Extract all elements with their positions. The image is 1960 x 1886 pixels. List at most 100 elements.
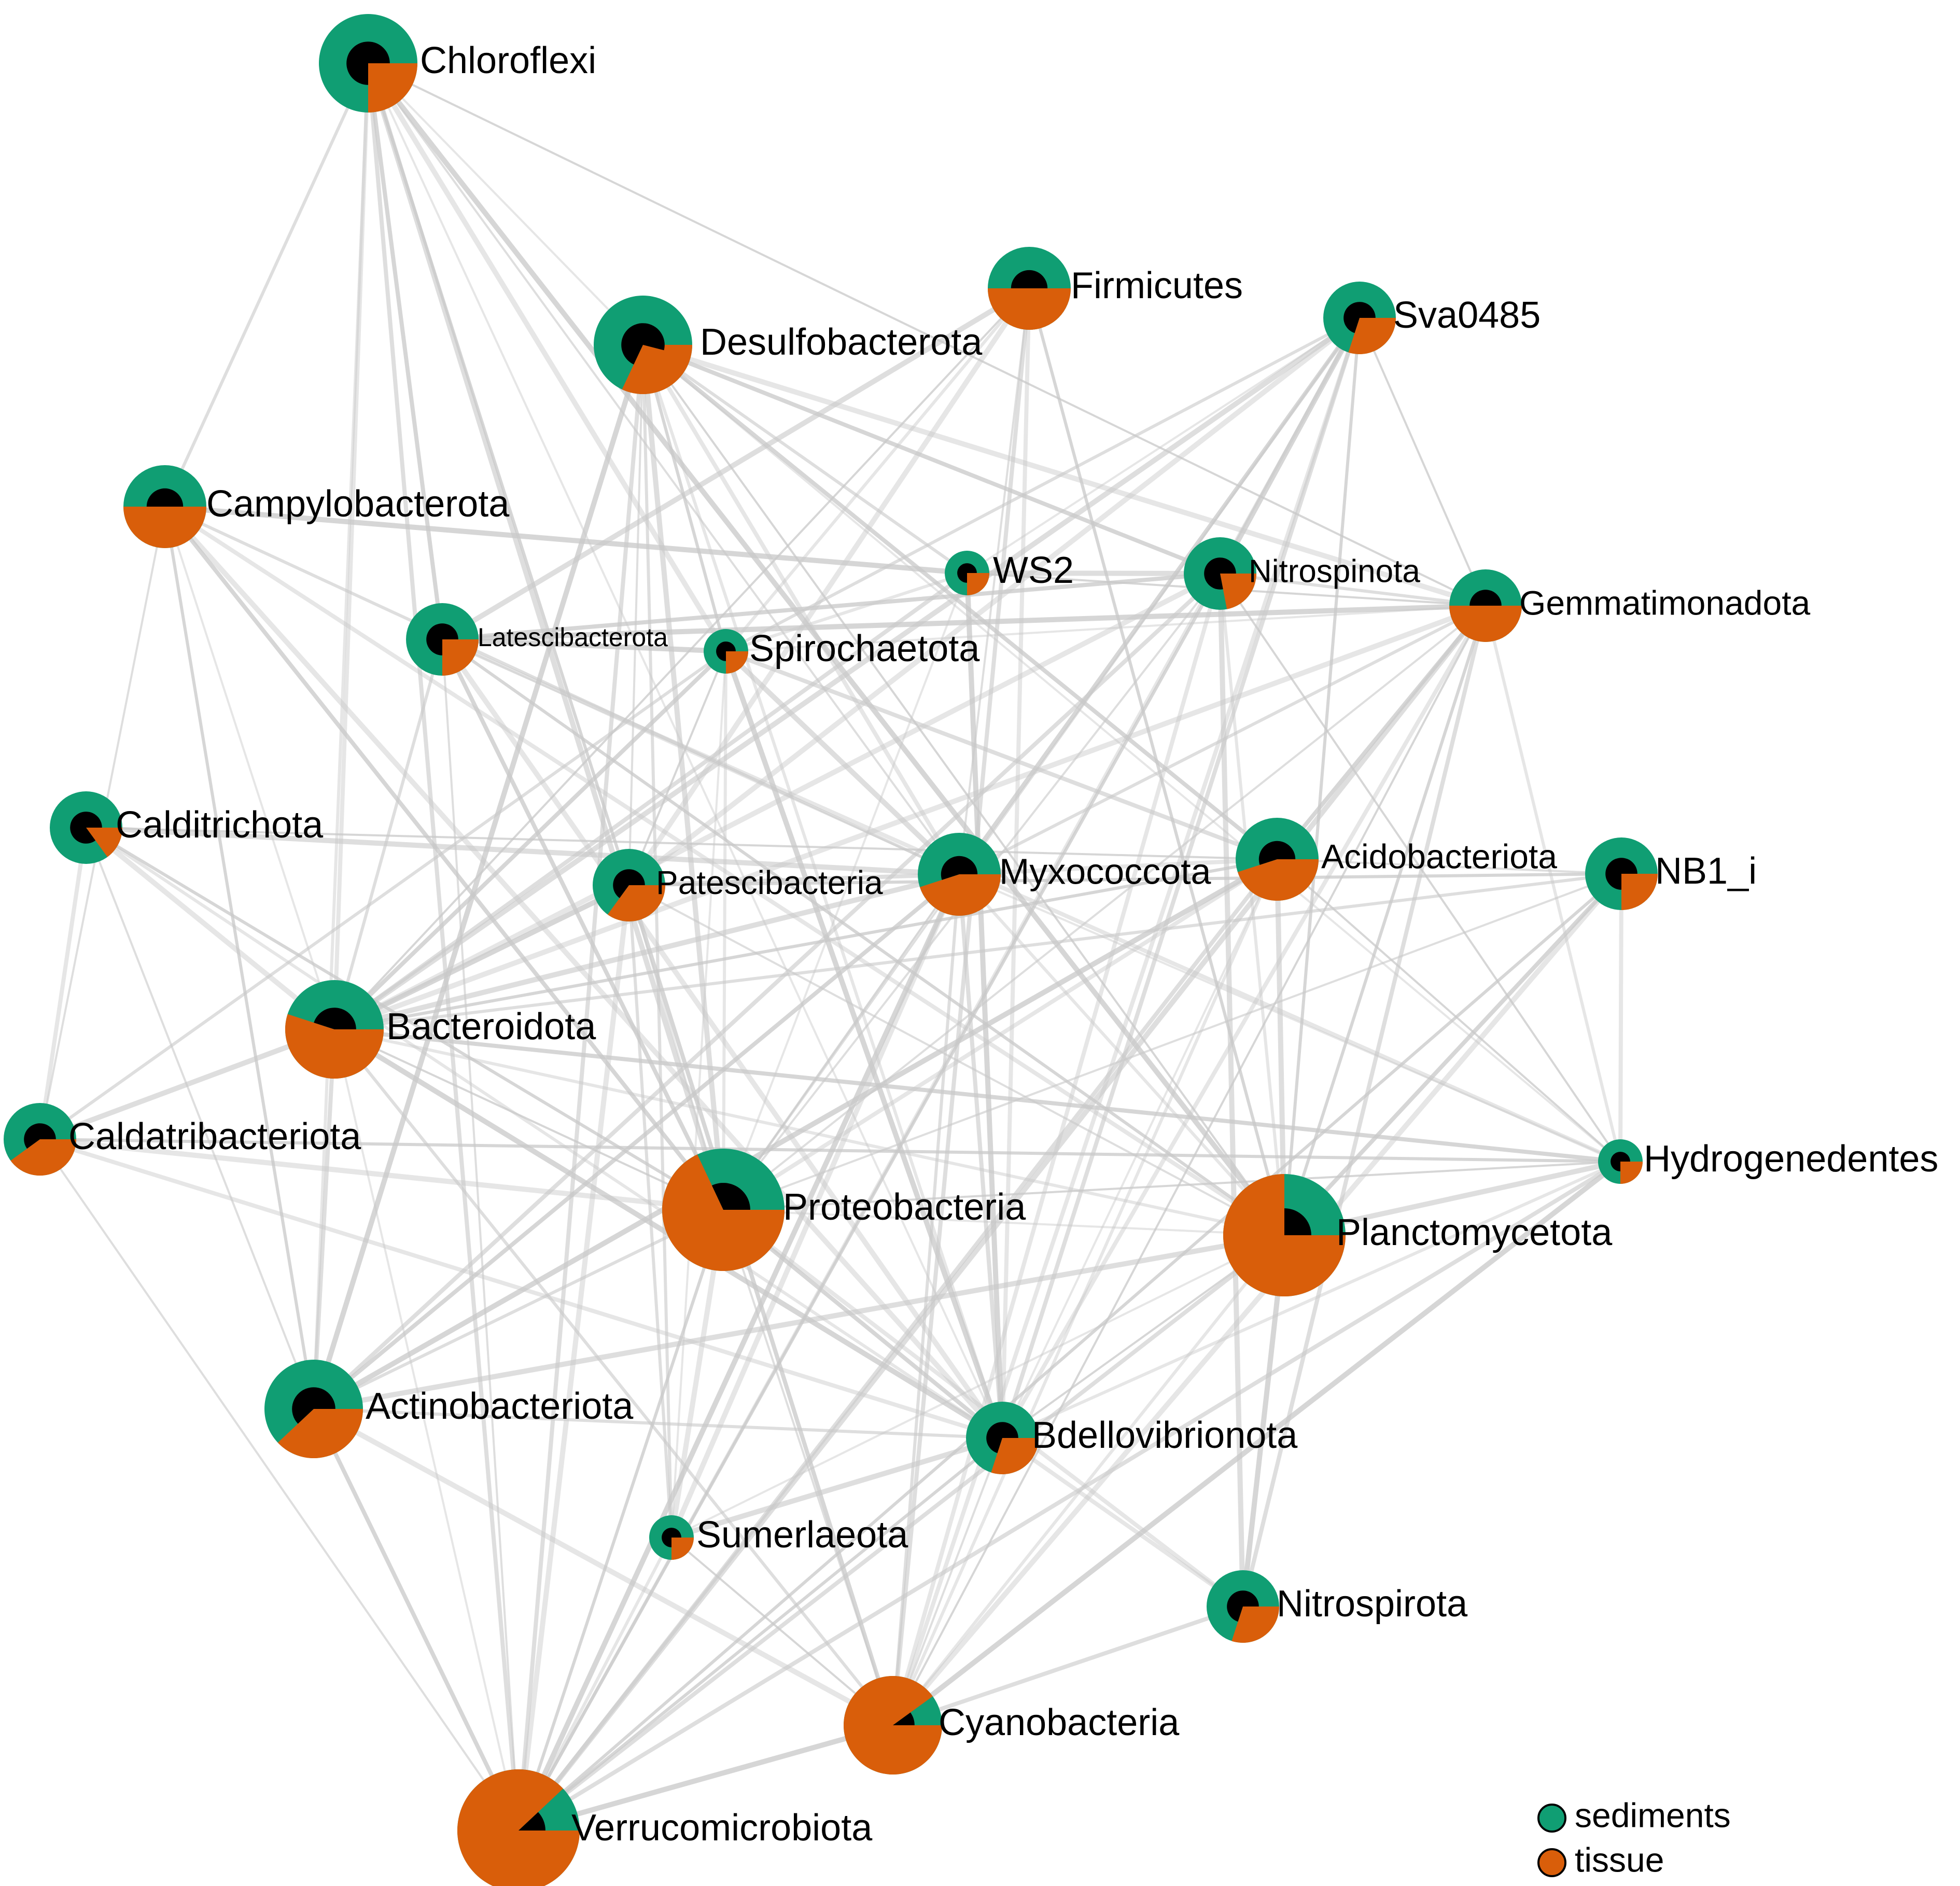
edge-proteobacteria-cyanobacteria — [722, 1209, 894, 1726]
pie-tissue-nitrospinota — [1220, 574, 1256, 609]
edge-ws2-spirochaetota — [725, 571, 968, 653]
node-bacteroidota: Bacteroidota — [285, 980, 596, 1079]
edge-nitrospinota-nitrospirota — [1217, 573, 1245, 1607]
edge-desulfobacterota-bdellovibrionota — [641, 344, 1004, 1438]
node-label-calditrichota: Calditrichota — [116, 804, 324, 846]
legend-swatch-sediments — [1537, 1804, 1566, 1833]
node-label-patescibacteria: Patescibacteria — [656, 864, 883, 901]
pie-tissue-sva0485 — [1348, 318, 1396, 354]
node-label-hydrogenedentes: Hydrogenedentes — [1644, 1138, 1938, 1180]
pie-center-calditrichota — [70, 812, 102, 844]
edge-acidobacteriota-verrucomicrobiota — [516, 858, 1279, 1832]
legend-swatch-tissue — [1537, 1848, 1566, 1877]
node-caldatribacteriota: Caldatribacteriota — [4, 1103, 361, 1176]
legend-label-sediments: sediments — [1575, 1796, 1731, 1834]
edge-chloroflexi-campylobacterota — [163, 62, 370, 508]
edge-planctomycetota-cyanobacteria — [891, 1234, 1286, 1726]
node-label-myxococcota: Myxococcota — [999, 851, 1211, 891]
edge-firmicutes-spirochaetota — [724, 287, 1031, 652]
pie-center-desulfobacterota — [621, 323, 665, 365]
edge-acidobacteriota-bdellovibrionota — [1001, 859, 1278, 1438]
edge-nb1_i-proteobacteria — [723, 873, 1622, 1211]
node-spirochaetota: Spirochaetota — [704, 628, 980, 674]
edge-calditrichota-actinobacteriota — [85, 827, 315, 1409]
edge-latescibacterota-spirochaetota — [442, 637, 726, 654]
pie-tissue-cyanobacteria — [844, 1676, 942, 1775]
edge-calditrichota-bdellovibrionota — [85, 826, 1003, 1440]
node-nitrospinota: Nitrospinota — [1184, 537, 1420, 610]
pie-tissue-nitrospirota — [1231, 1606, 1279, 1643]
edge-planctomycetota-nitrospirota — [1240, 1235, 1287, 1607]
edge-bdellovibrionota-nitrospirota — [1001, 1436, 1244, 1609]
pie-tissue-desulfobacterota — [622, 345, 692, 394]
pie-tissue-hydrogenedentes — [1620, 1162, 1643, 1184]
node-label-nitrospinota: Nitrospinota — [1249, 553, 1420, 589]
edge-chloroflexi-gemmatimonadota — [368, 62, 1486, 607]
edge-nb1_i-planctomycetota — [1283, 872, 1623, 1237]
edge-campylobacterota-actinobacteriota — [163, 506, 315, 1409]
edge-sva0485-proteobacteria — [722, 317, 1361, 1211]
node-hydrogenedentes: Hydrogenedentes — [1598, 1138, 1938, 1184]
legend-item-tissue: tissue — [1537, 1840, 1664, 1879]
edge-bacteroidota-verrucomicrobiota — [333, 1029, 520, 1831]
edge-desulfobacterota-hydrogenedentes — [642, 344, 1621, 1163]
pie-center-hydrogenedentes — [1611, 1152, 1630, 1171]
edge-bacteroidota-caldatribacteriota — [39, 1027, 335, 1142]
node-label-verrucomicrobiota: Verrucomicrobiota — [571, 1807, 873, 1849]
edge-latescibacterota-planctomycetota — [441, 638, 1285, 1237]
legend-item-sediments: sediments — [1537, 1796, 1731, 1834]
edge-desulfobacterota-planctomycetota — [642, 344, 1285, 1236]
pie-tissue-nb1_i — [1621, 874, 1658, 910]
edge-firmicutes-bdellovibrionota — [1000, 288, 1031, 1438]
pie-center-cyanobacteria — [893, 1712, 915, 1725]
edge-nb1_i-verrucomicrobiota — [517, 872, 1622, 1832]
node-label-sumerlaeota: Sumerlaeota — [696, 1514, 908, 1556]
edge-bacteroidota-proteobacteria — [334, 1028, 724, 1211]
edge-myxococcota-verrucomicrobiota — [516, 873, 962, 1832]
pie-center-ws2 — [957, 563, 977, 583]
edge-acidobacteriota-bacteroidota — [334, 858, 1278, 1031]
edge-campylobacterota-bacteroidota — [164, 506, 335, 1030]
edge-gemmatimonadota-nitrospirota — [1241, 605, 1488, 1607]
edge-campylobacterota-proteobacteria — [163, 505, 725, 1211]
edge-calditrichota-acidobacteriota — [86, 827, 1278, 860]
node-label-actinobacteriota: Actinobacteriota — [366, 1386, 634, 1427]
edge-bdellovibrionota-verrucomicrobiota — [517, 1436, 1003, 1832]
node-chloroflexi: Chloroflexi — [319, 14, 596, 113]
edge-patescibacteria-nb1_i — [628, 872, 1622, 887]
edge-firmicutes-myxococcota — [958, 288, 1030, 875]
edge-gemmatimonadota-latescibacterota — [442, 603, 1486, 642]
edge-caldatribacteriota-hydrogenedentes — [39, 1138, 1621, 1163]
edge-gemmatimonadota-bdellovibrionota — [1000, 604, 1488, 1440]
pie-center-bacteroidota — [314, 1008, 356, 1029]
edge-firmicutes-planctomycetota — [1028, 288, 1286, 1236]
node-latescibacterota: Latescibacterota — [406, 603, 668, 676]
node-verrucomicrobiota: Verrucomicrobiota — [457, 1769, 873, 1886]
edge-ws2-nitrospinota — [967, 570, 1221, 576]
pie-tissue-ws2 — [967, 573, 989, 595]
pie-tissue-proteobacteria — [662, 1154, 785, 1272]
edge-latescibacterota-verrucomicrobiota — [441, 639, 520, 1831]
pie-center-nitrospirota — [1227, 1590, 1259, 1622]
edge-nitrospinota-gemmatimonadota — [1220, 572, 1486, 607]
edge-bacteroidota-hydrogenedentes — [334, 1027, 1621, 1164]
node-myxococcota: Myxococcota — [918, 833, 1211, 916]
edge-chloroflexi-desulfobacterota — [367, 62, 644, 346]
edge-caldatribacteriota-verrucomicrobiota — [39, 1138, 520, 1832]
node-patescibacteria: Patescibacteria — [593, 849, 883, 921]
pie-tissue-verrucomicrobiota — [457, 1769, 580, 1886]
node-label-nitrospirota: Nitrospirota — [1277, 1583, 1468, 1625]
edge-sva0485-bacteroidota — [333, 315, 1361, 1032]
edge-nb1_i-hydrogenedentes — [1618, 873, 1623, 1162]
node-desulfobacterota: Desulfobacterota — [594, 296, 983, 394]
edge-chloroflexi-latescibacterota — [366, 63, 444, 640]
edge-chloroflexi-verrucomicrobiota — [366, 63, 521, 1831]
node-gemmatimonadota: Gemmatimonadota — [1449, 569, 1811, 642]
edge-proteobacteria-planctomycetota — [723, 1209, 1285, 1236]
edge-spirochaetota-patescibacteria — [628, 651, 727, 886]
edge-spirochaetota-sumerlaeota — [670, 651, 727, 1538]
edge-caldatribacteriota-proteobacteria — [39, 1137, 724, 1212]
edge-hydrogenedentes-verrucomicrobiota — [517, 1159, 1622, 1833]
node-bdellovibrionota: Bdellovibrionota — [966, 1402, 1298, 1475]
